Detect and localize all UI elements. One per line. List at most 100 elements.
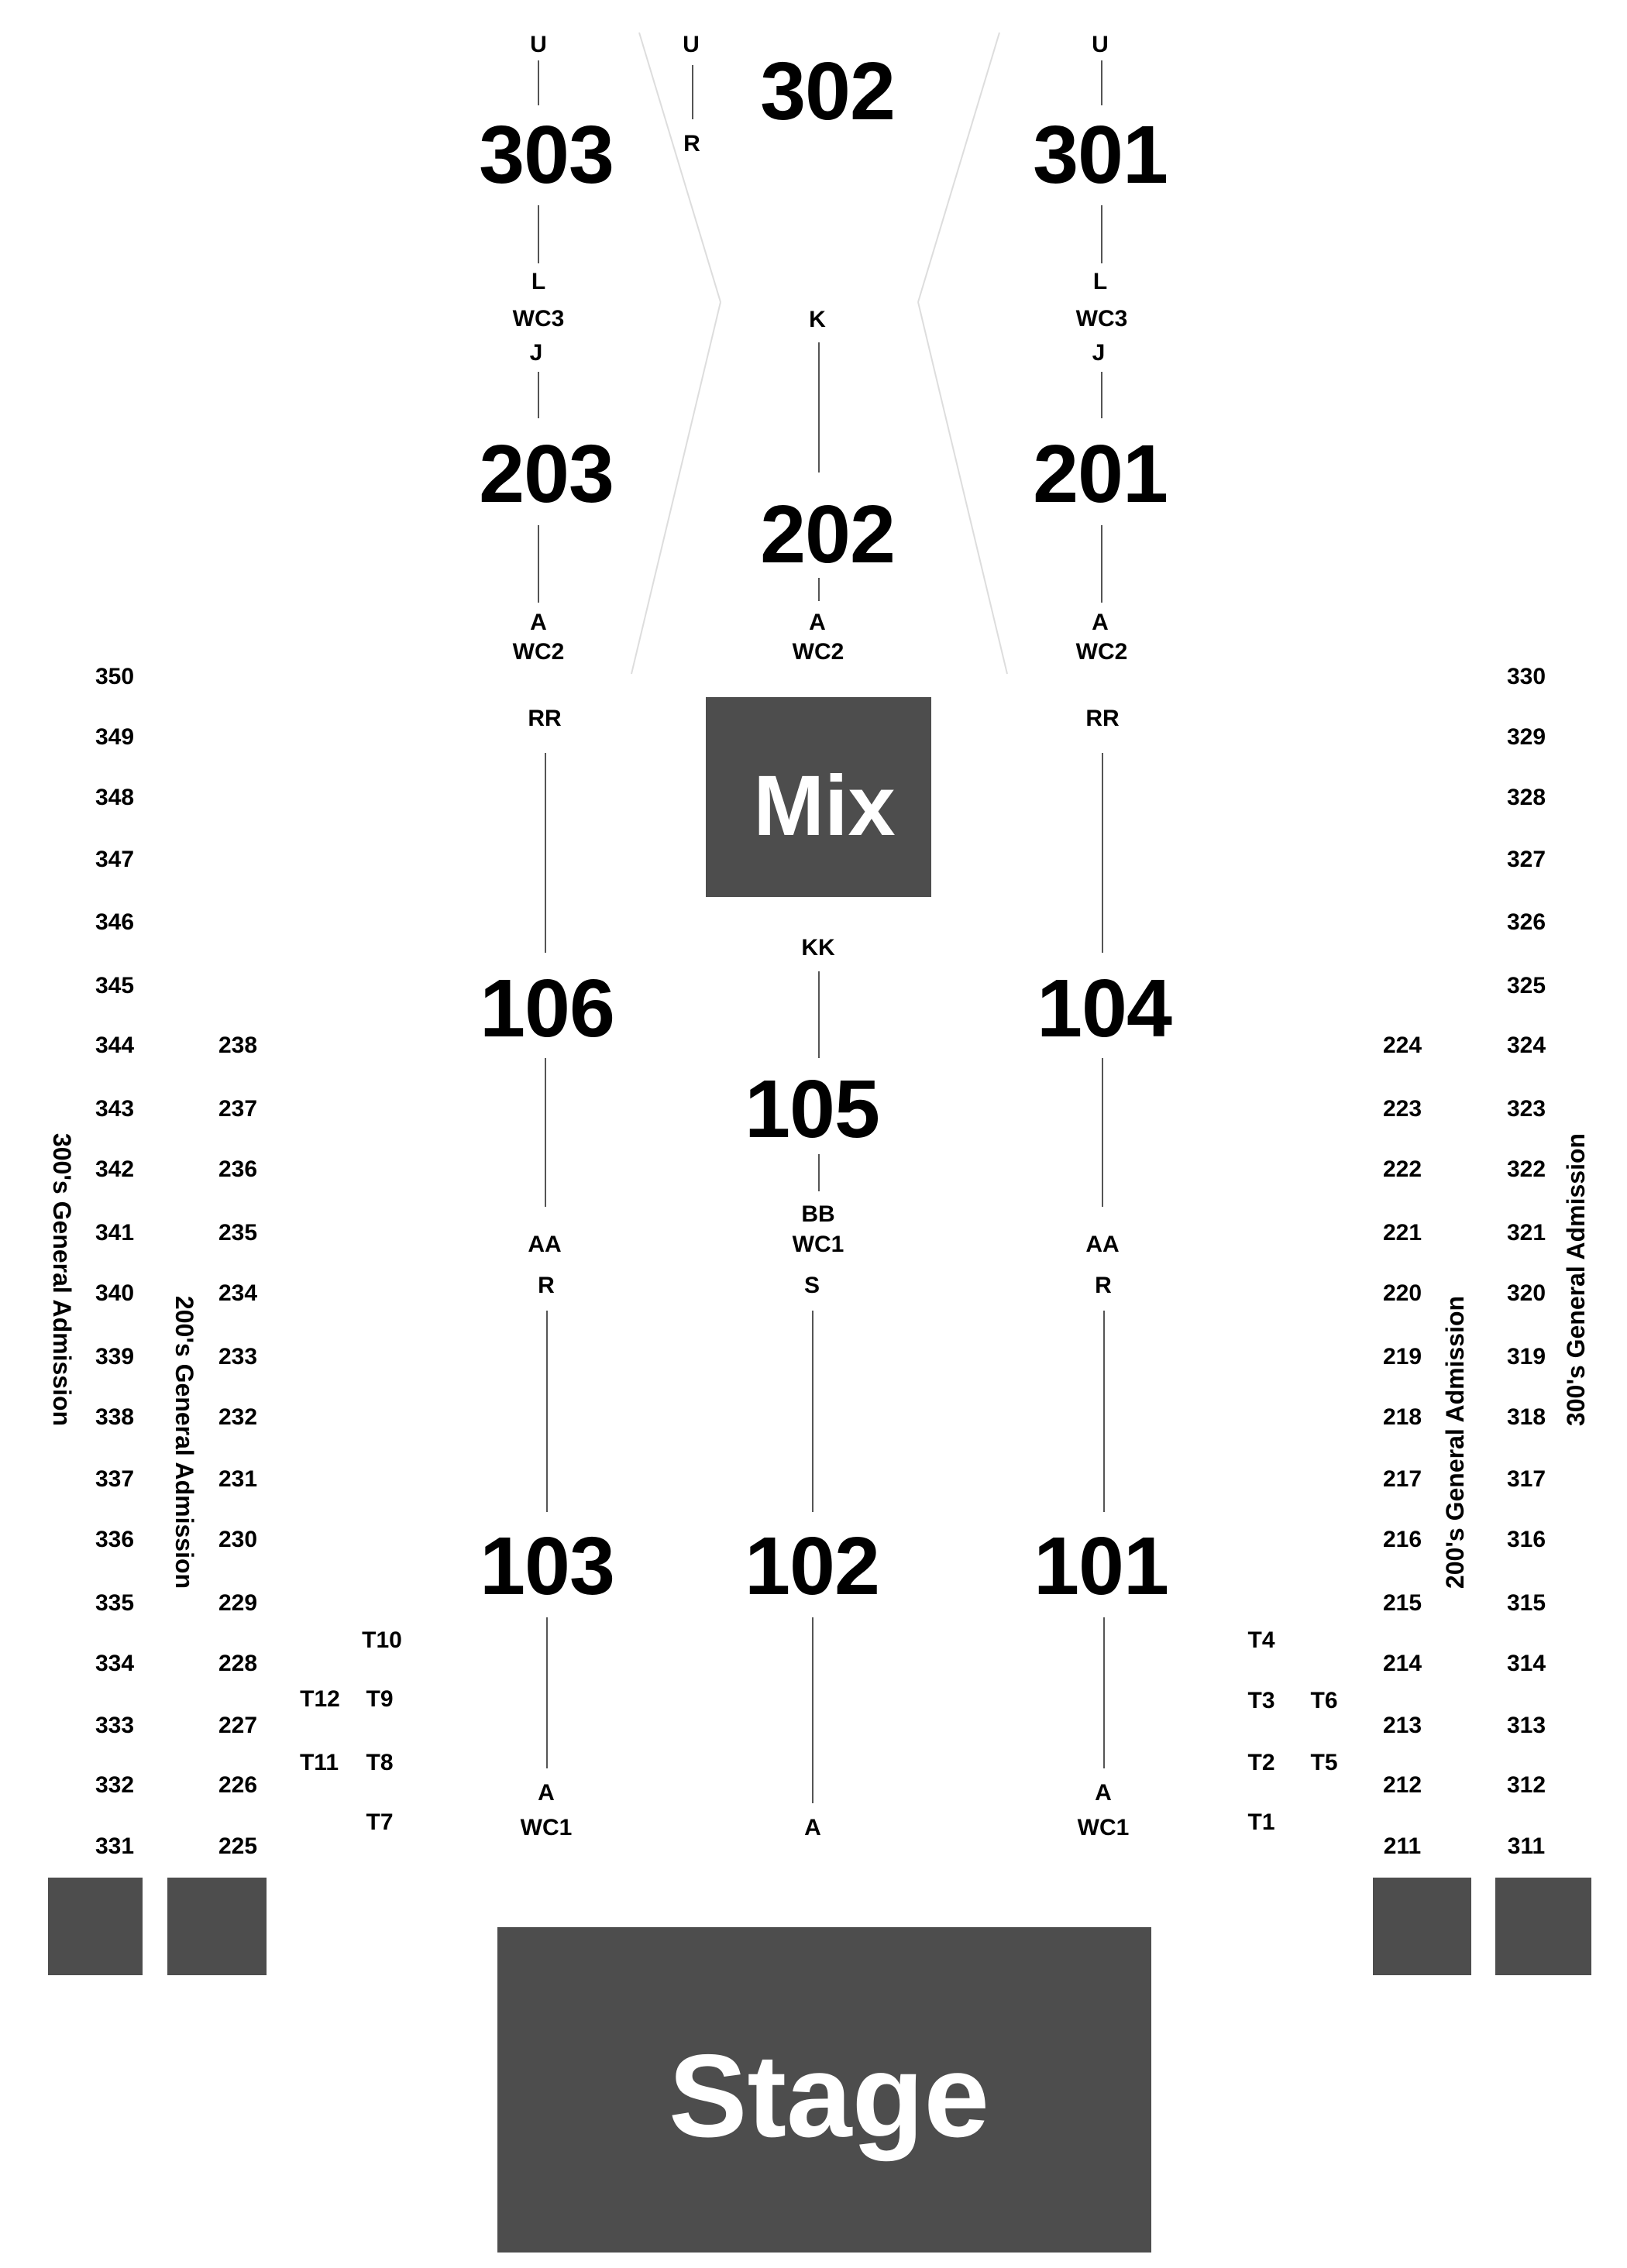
ga-seat-number[interactable]: 317 [1506, 1466, 1546, 1492]
ga-seat-number[interactable]: 325 [1506, 973, 1546, 998]
ga-seat-number[interactable]: 319 [1506, 1344, 1546, 1369]
ga-seat-number[interactable]: 223 [1382, 1096, 1422, 1122]
ga-seat-number[interactable]: 316 [1506, 1527, 1546, 1552]
ga-seat-number[interactable]: 343 [95, 1096, 135, 1122]
ga-seat-number[interactable]: 231 [218, 1466, 258, 1492]
table-t2[interactable]: T2 [1247, 1750, 1275, 1775]
ga-seat-number[interactable]: 226 [218, 1772, 258, 1798]
section-303[interactable]: 303 [479, 109, 614, 201]
ga-seat-number[interactable]: 213 [1382, 1713, 1422, 1738]
table-t3[interactable]: T3 [1247, 1688, 1275, 1713]
ga-seat-number[interactable]: 212 [1382, 1772, 1422, 1798]
ga-seat-number[interactable]: 314 [1506, 1651, 1546, 1676]
ga-seat-number[interactable]: 224 [1382, 1033, 1422, 1058]
ga-seat-number[interactable]: 322 [1506, 1156, 1546, 1182]
section-301[interactable]: 301 [1033, 109, 1168, 201]
section-302[interactable]: 302 [760, 46, 896, 137]
section-105[interactable]: 105 [745, 1064, 880, 1155]
section-101[interactable]: 101 [1034, 1521, 1169, 1612]
table-t5[interactable]: T5 [1310, 1750, 1338, 1775]
ga-seat-number[interactable]: 215 [1382, 1590, 1422, 1616]
ga-seat-number[interactable]: 238 [218, 1033, 258, 1058]
section-201[interactable]: 201 [1033, 428, 1168, 520]
ga-seat-number[interactable]: 312 [1506, 1772, 1546, 1798]
section-106[interactable]: 106 [480, 963, 615, 1054]
ga-seat-number[interactable]: 211 [1383, 1833, 1422, 1859]
ga-seat-number[interactable]: 230 [218, 1527, 258, 1552]
ga-seat-number[interactable]: 228 [218, 1651, 258, 1676]
ga-seat-number[interactable]: 341 [95, 1220, 135, 1246]
ga-seat-number[interactable]: 237 [218, 1096, 258, 1122]
table-t10[interactable]: T10 [362, 1627, 402, 1653]
mix-label: Mix [753, 758, 896, 854]
ga-seat-number[interactable]: 229 [218, 1590, 258, 1616]
table-t1[interactable]: T1 [1247, 1809, 1275, 1835]
ga-seat-number[interactable]: 329 [1506, 724, 1546, 750]
table-t7[interactable]: T7 [366, 1809, 394, 1835]
ga-seat-number[interactable]: 321 [1506, 1220, 1546, 1246]
ga-seat-number[interactable]: 235 [218, 1220, 258, 1246]
ga-seat-number[interactable]: 346 [95, 909, 135, 935]
ga-seat-number[interactable]: 311 [1507, 1833, 1546, 1859]
ga-200-left-area[interactable] [167, 1878, 267, 1975]
ga-seat-number[interactable]: 344 [95, 1033, 135, 1058]
ga-seat-number[interactable]: 336 [95, 1527, 135, 1552]
ga-seat-number[interactable]: 218 [1382, 1404, 1422, 1430]
ga-seat-number[interactable]: 313 [1506, 1713, 1546, 1738]
table-t9[interactable]: T9 [366, 1686, 394, 1712]
ga-seat-number[interactable]: 342 [95, 1156, 135, 1182]
mix-position[interactable]: Mix [706, 697, 931, 897]
ga-seat-number[interactable]: 217 [1382, 1466, 1422, 1492]
ga-seat-number[interactable]: 214 [1382, 1651, 1422, 1676]
ga-seat-number[interactable]: 233 [218, 1344, 258, 1369]
ga-seat-number[interactable]: 332 [95, 1772, 135, 1798]
table-t8[interactable]: T8 [366, 1750, 394, 1775]
ga-seat-number[interactable]: 216 [1382, 1527, 1422, 1552]
ga-seat-number[interactable]: 220 [1382, 1280, 1422, 1306]
ga-seat-number[interactable]: 326 [1506, 909, 1546, 935]
ga-seat-number[interactable]: 345 [95, 973, 135, 998]
ga-seat-number[interactable]: 221 [1382, 1220, 1422, 1246]
ga-seat-number[interactable]: 222 [1382, 1156, 1422, 1182]
table-t12[interactable]: T12 [300, 1686, 340, 1712]
ga-seat-number[interactable]: 327 [1506, 847, 1546, 872]
ga-seat-number[interactable]: 225 [218, 1833, 258, 1859]
ga-seat-number[interactable]: 347 [95, 847, 135, 872]
table-t4[interactable]: T4 [1247, 1627, 1275, 1653]
ga-seat-number[interactable]: 219 [1382, 1344, 1422, 1369]
ga-seat-number[interactable]: 335 [95, 1590, 135, 1616]
ga-seat-number[interactable]: 348 [95, 785, 135, 810]
ga-seat-number[interactable]: 236 [218, 1156, 258, 1182]
ga-seat-number[interactable]: 227 [218, 1713, 258, 1738]
ga-seat-number[interactable]: 331 [95, 1833, 135, 1859]
section-104[interactable]: 104 [1037, 963, 1172, 1054]
ga-seat-number[interactable]: 350 [95, 664, 135, 689]
table-t11[interactable]: T11 [299, 1750, 339, 1775]
ga-seat-number[interactable]: 339 [95, 1344, 135, 1369]
ga-300-left-area[interactable] [48, 1878, 143, 1975]
row-line [1101, 60, 1102, 105]
ga-300-right-area[interactable] [1495, 1878, 1591, 1975]
ga-seat-number[interactable]: 340 [95, 1280, 135, 1306]
ga-seat-number[interactable]: 338 [95, 1404, 135, 1430]
ga-seat-number[interactable]: 234 [218, 1280, 258, 1306]
ga-seat-number[interactable]: 323 [1506, 1096, 1546, 1122]
ga-seat-number[interactable]: 330 [1506, 664, 1546, 689]
ga-seat-number[interactable]: 315 [1506, 1590, 1546, 1616]
ga-seat-number[interactable]: 349 [95, 724, 135, 750]
ga-seat-number[interactable]: 318 [1506, 1404, 1546, 1430]
row-label-r: R [683, 131, 700, 156]
section-202[interactable]: 202 [760, 489, 896, 580]
ga-seat-number[interactable]: 232 [218, 1404, 258, 1430]
section-102[interactable]: 102 [745, 1521, 880, 1612]
section-203[interactable]: 203 [479, 428, 614, 520]
ga-200-right-area[interactable] [1373, 1878, 1471, 1975]
ga-seat-number[interactable]: 337 [95, 1466, 135, 1492]
table-t6[interactable]: T6 [1310, 1688, 1338, 1713]
ga-seat-number[interactable]: 328 [1506, 785, 1546, 810]
ga-seat-number[interactable]: 324 [1506, 1033, 1546, 1058]
ga-seat-number[interactable]: 334 [95, 1651, 135, 1676]
ga-seat-number[interactable]: 333 [95, 1713, 135, 1738]
section-103[interactable]: 103 [480, 1521, 615, 1612]
ga-seat-number[interactable]: 320 [1506, 1280, 1546, 1306]
